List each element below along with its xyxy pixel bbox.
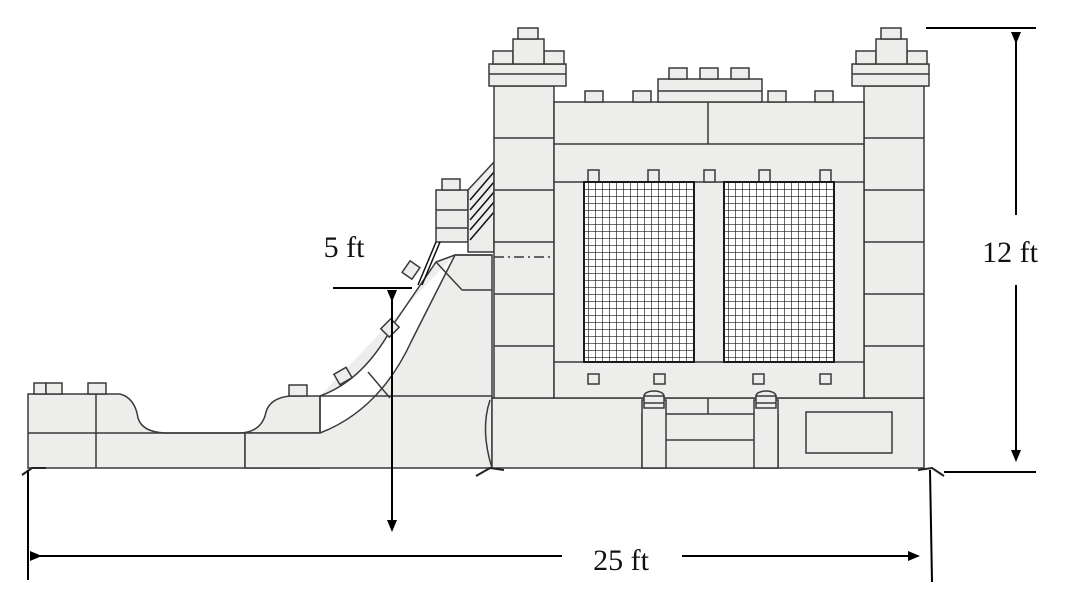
anchor-marks xyxy=(21,466,945,477)
net-window-right xyxy=(723,181,835,363)
total-height-label: 12 ft xyxy=(982,236,1038,269)
length-reference-right xyxy=(929,469,933,583)
total-length-label: 25 ft xyxy=(593,544,649,577)
net-window-left xyxy=(583,181,695,363)
slide-height-label: 5 ft xyxy=(324,231,365,264)
left-tower xyxy=(488,27,567,399)
slide-climbing-wall xyxy=(417,160,495,286)
slide-ramp xyxy=(244,254,493,469)
entrance-steps xyxy=(641,390,779,469)
right-tower xyxy=(851,27,930,399)
